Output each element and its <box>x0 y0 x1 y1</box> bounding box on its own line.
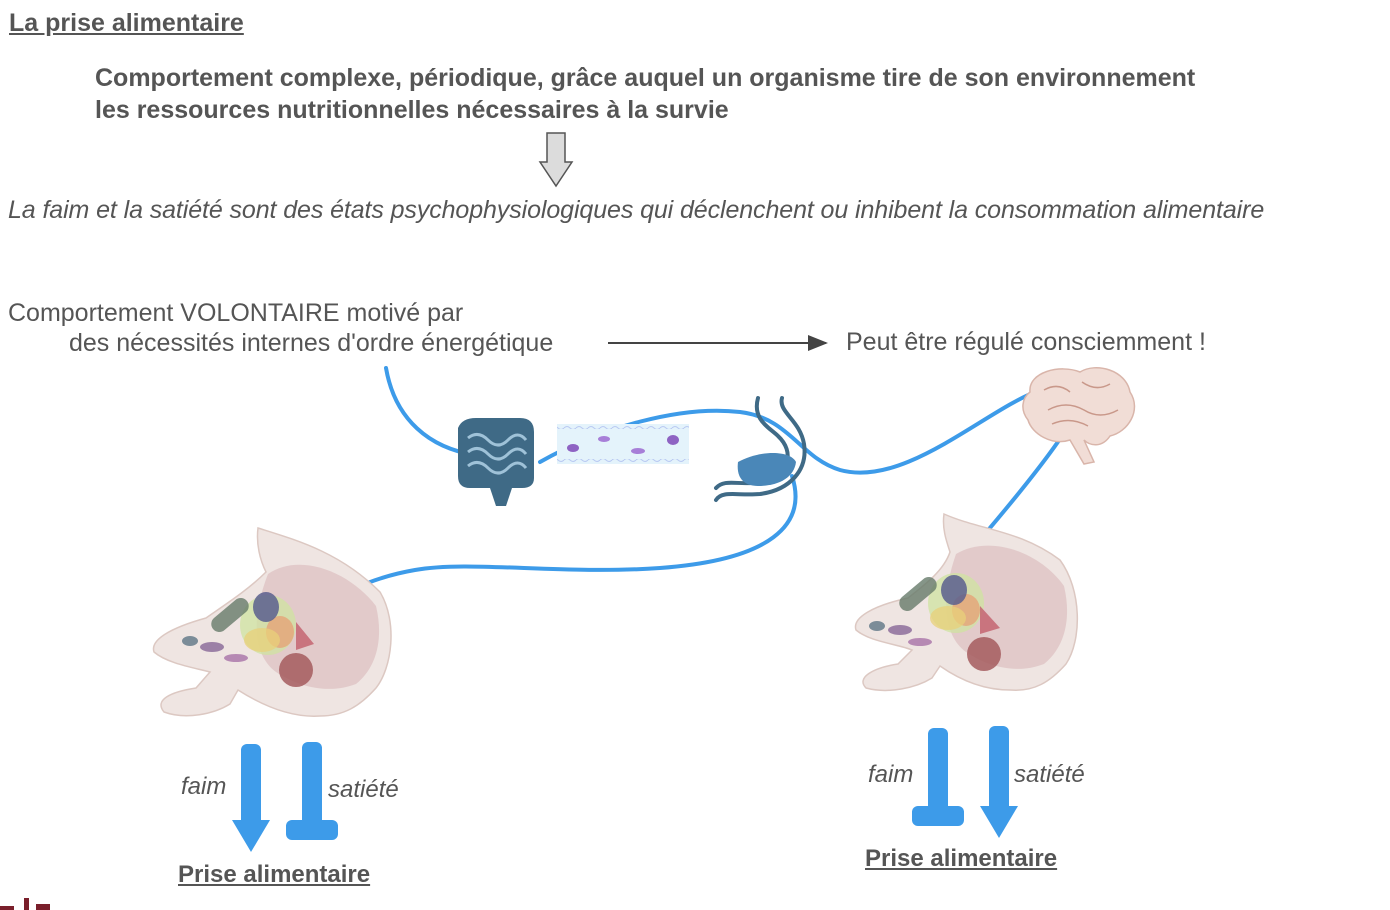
behavior-line-2: des nécessités internes d'ordre énergéti… <box>69 329 554 357</box>
down-arrow-icon <box>538 132 574 188</box>
satiety-label-right: satiété <box>1014 761 1085 788</box>
hunger-arrow-left <box>232 744 270 852</box>
food-intake-label-left: Prise alimentaire <box>178 861 371 888</box>
intestine-icon <box>458 418 534 506</box>
definition-line-2: les ressources nutritionnelles nécessair… <box>95 96 729 124</box>
brain-icon <box>1022 367 1136 465</box>
stomach-icon <box>714 396 807 502</box>
blood-vessel-icon <box>557 424 689 464</box>
food-intake-label-right: Prise alimentaire <box>865 845 1058 872</box>
definition-text: Comportement complexe, périodique, grâce… <box>95 62 1195 126</box>
conscious-regulation-text: Peut être régulé consciemment ! <box>846 328 1206 356</box>
voluntary-behavior-text: Comportement VOLONTAIRE motivé par des n… <box>8 298 553 358</box>
hunger-label-right: faim <box>868 761 914 788</box>
satiety-arrow-right <box>980 726 1018 838</box>
logo-fragment-icon <box>0 898 50 910</box>
hunger-inhibit-right <box>912 728 964 826</box>
definition-line-1: Comportement complexe, périodique, grâce… <box>95 64 1196 92</box>
hypothalamus-right <box>854 512 1079 692</box>
signal-path-stomach-to-hypothalamus <box>315 474 798 611</box>
hypothalamus-left <box>152 527 392 717</box>
satiety-inhibit-left <box>286 742 338 840</box>
hunger-label-left: faim <box>181 773 227 800</box>
satiety-label-left: satiété <box>328 776 399 803</box>
page-title: La prise alimentaire <box>9 9 244 37</box>
behavior-line-1: Comportement VOLONTAIRE motivé par <box>8 299 464 327</box>
hunger-satiety-statement: La faim et la satiété sont des états psy… <box>8 196 1265 224</box>
